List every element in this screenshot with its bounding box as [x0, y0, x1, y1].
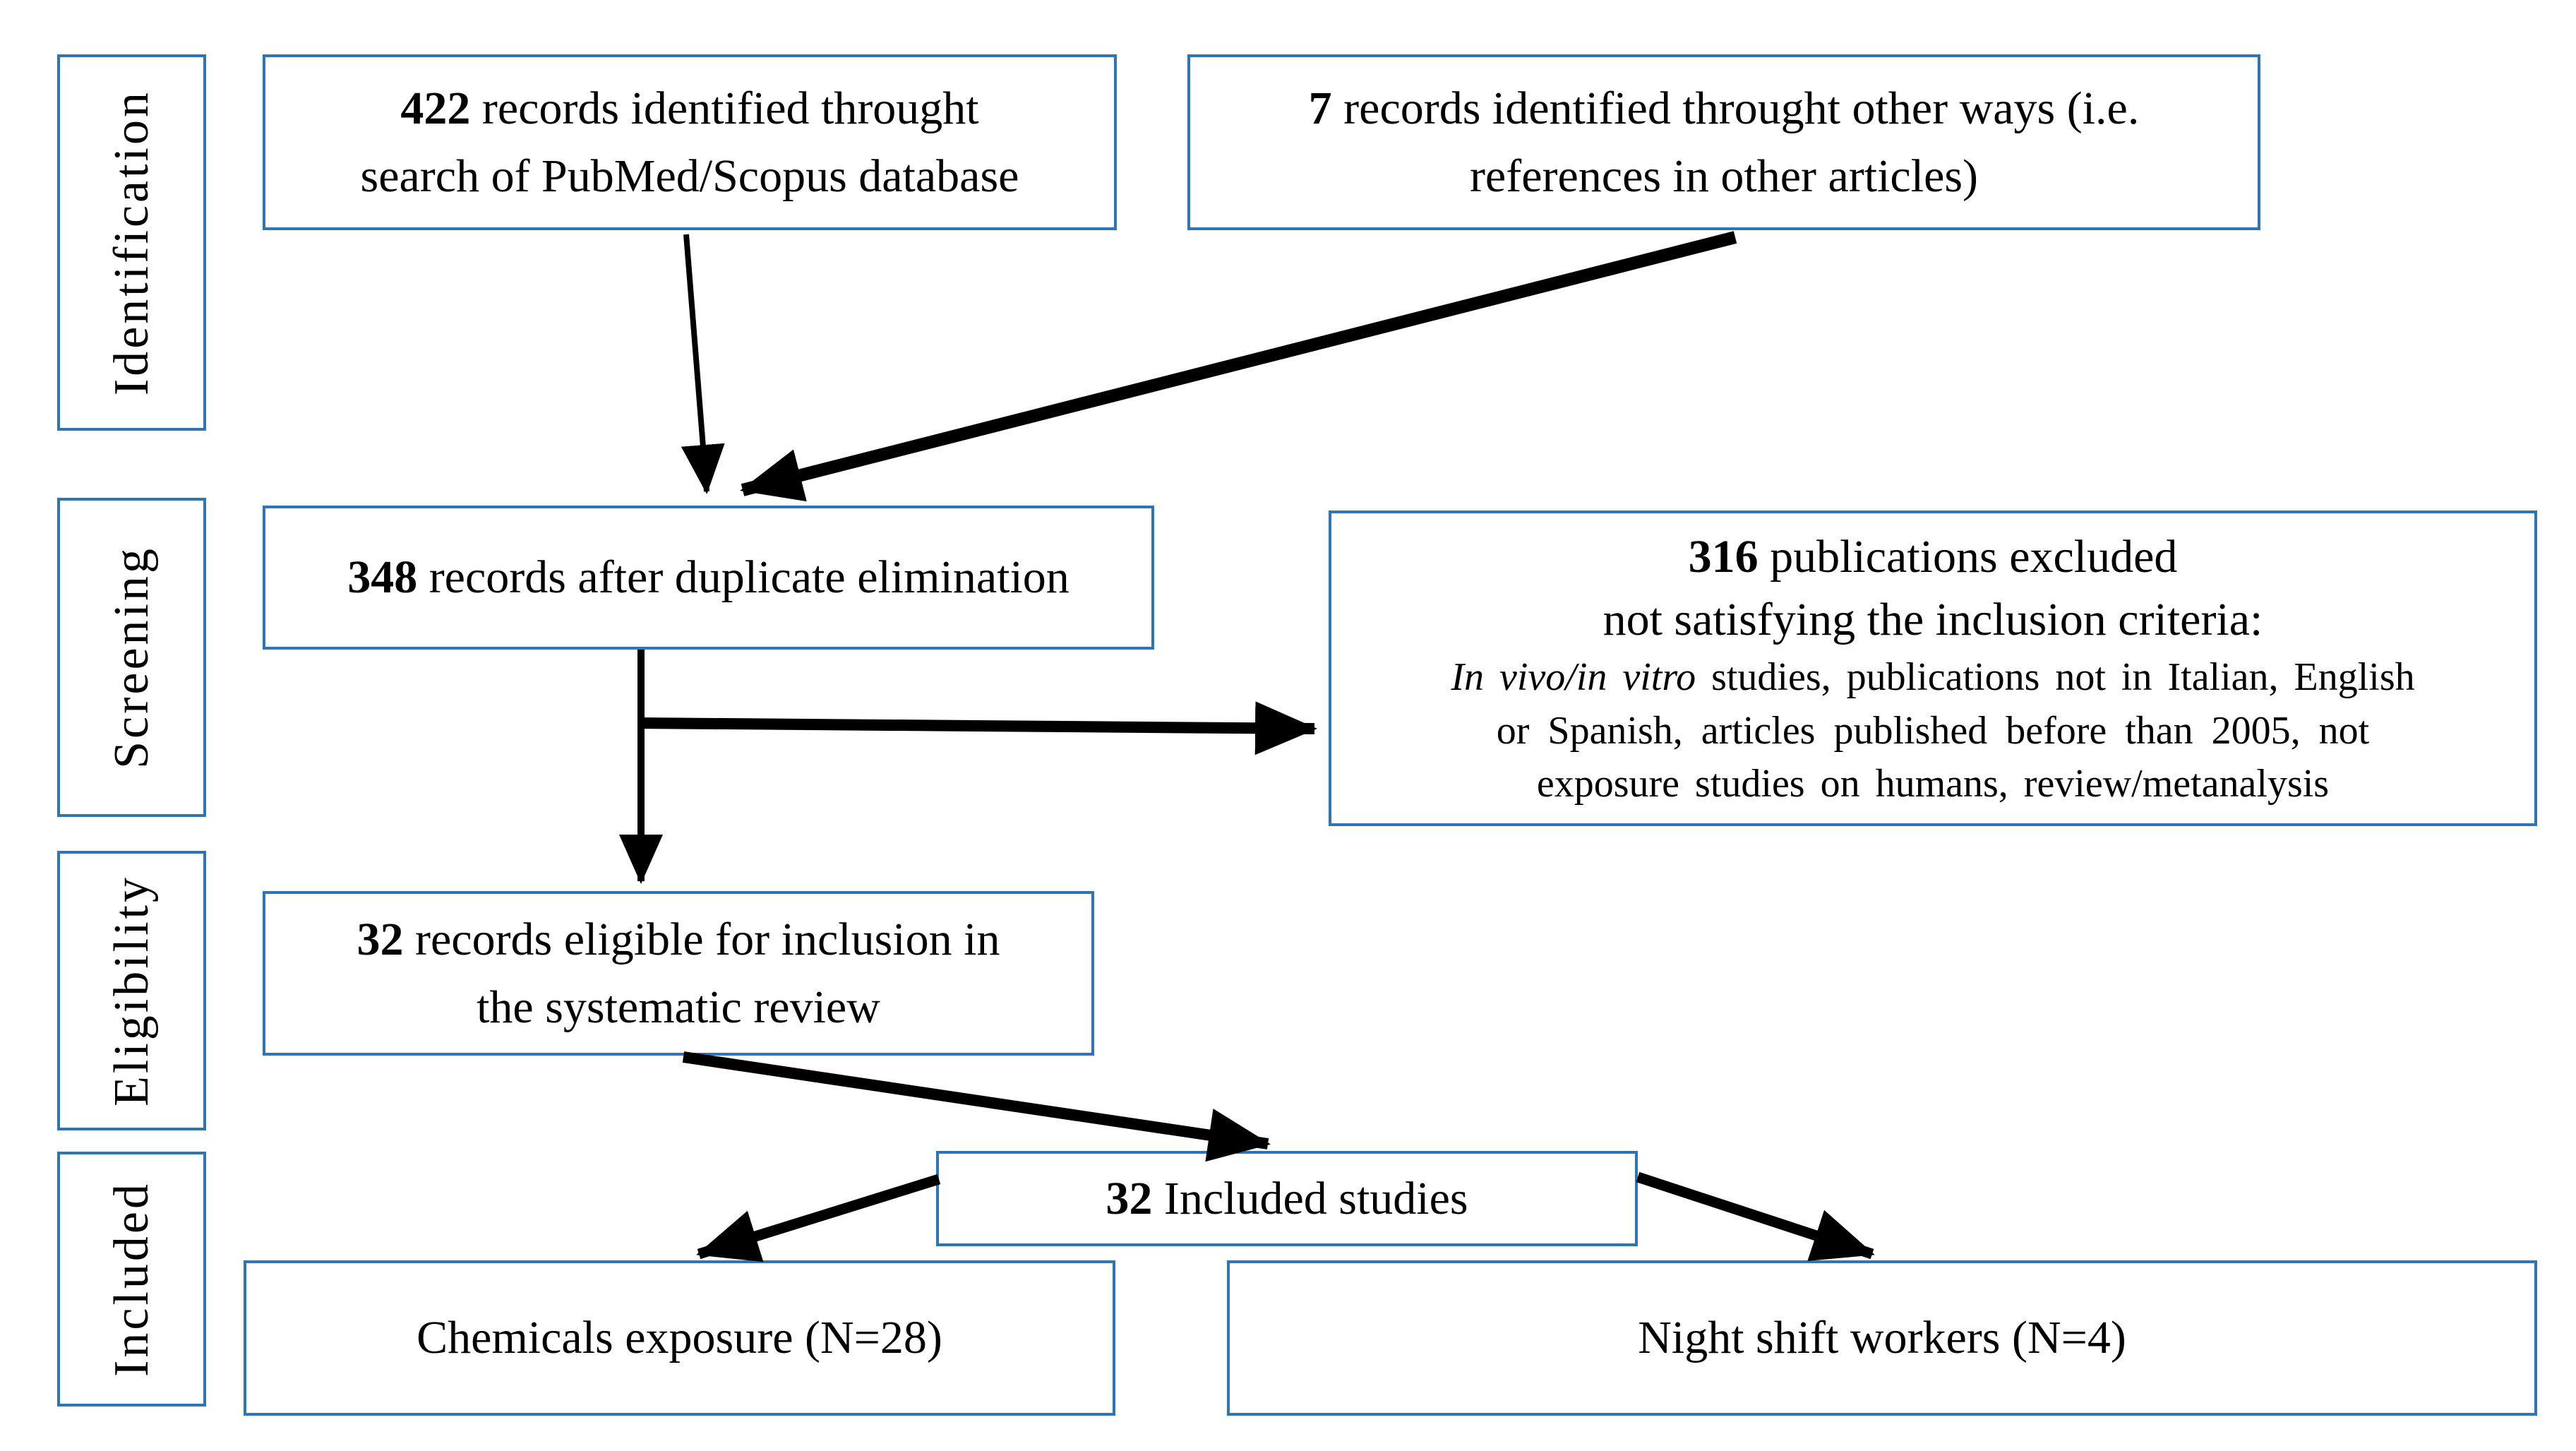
box-text-line: search of PubMed/Scopus database	[360, 150, 1019, 202]
exclusion-criteria-line: or Spanish, articles published before th…	[1496, 708, 2370, 753]
stage-label-text: Included	[104, 1181, 159, 1377]
box-text-line: Chemicals exposure (N=28)	[417, 1312, 942, 1364]
record-count: 422	[400, 82, 471, 134]
box-text: records eligible for inclusion in	[403, 913, 1000, 965]
box-text: Included studies	[1152, 1172, 1468, 1224]
box-text-line: 32 Included studies	[1106, 1171, 1468, 1226]
box-chemicals-exposure: Chemicals exposure (N=28)	[244, 1260, 1115, 1416]
stage-label-included: Included	[57, 1152, 206, 1407]
arrow-database-to-duplicates	[681, 234, 725, 494]
box-text: records after duplicate elimination	[417, 551, 1070, 604]
stage-label-identification: Identification	[57, 54, 206, 431]
box-text-line: not satisfying the inclusion criteria:	[1602, 594, 2263, 646]
box-records-after-duplicate-elimination: 348 records after duplicate elimination	[263, 506, 1154, 650]
record-count: 32	[357, 913, 404, 965]
stage-label-eligibility: Eligibility	[57, 851, 206, 1130]
box-text-line: references in other articles)	[1469, 150, 1979, 202]
exclusion-criteria-line: In vivo/in vitro studies, publications n…	[1451, 651, 2414, 705]
box-text: records identified throught other ways (…	[1331, 82, 2140, 134]
box-text-line: 316 publications excluded	[1689, 525, 2178, 588]
box-text-line: Night shift workers (N=4)	[1638, 1312, 2126, 1364]
stage-label-text: Identification	[104, 89, 159, 396]
box-text-line: 348 records after duplicate elimination	[347, 544, 1070, 611]
box-text-line: 7 records identified throught other ways…	[1309, 75, 2140, 143]
box-night-shift-workers: Night shift workers (N=4)	[1227, 1260, 2537, 1416]
box-text: studies, publications not in Italian, En…	[1696, 655, 2415, 700]
arrow-included-to-chemicals	[696, 1174, 941, 1262]
exclusion-criteria-line: exposure studies on humans, review/metan…	[1536, 762, 2330, 806]
criteria-italic-text: In vivo/in vitro	[1451, 655, 1696, 700]
record-count: 32	[1106, 1172, 1153, 1224]
box-included-studies: 32 Included studies	[936, 1151, 1638, 1246]
box-records-identified-database: 422 records identified throught search o…	[263, 54, 1117, 230]
arrow-included-to-night-shift	[1636, 1171, 1875, 1261]
box-text-line: 32 records eligible for inclusion in	[357, 906, 1000, 974]
arrow-other-ways-to-duplicates	[740, 231, 1737, 502]
record-count: 7	[1308, 82, 1332, 134]
box-text: records identified throught	[470, 82, 979, 134]
record-count: 348	[347, 551, 418, 604]
stage-label-text: Eligibility	[104, 875, 159, 1106]
stage-label-text: Screening	[104, 546, 159, 769]
box-records-identified-other-ways: 7 records identified throught other ways…	[1187, 54, 2260, 230]
arrow-eligible-to-included	[682, 1051, 1271, 1162]
box-records-eligible: 32 records eligible for inclusion in the…	[263, 891, 1094, 1056]
box-text: publications excluded	[1758, 531, 2178, 583]
box-text-line: the systematic review	[477, 981, 880, 1033]
box-publications-excluded: 316 publications excluded not satisfying…	[1329, 510, 2537, 826]
box-text-line: 422 records identified throught	[400, 75, 978, 143]
record-count: 316	[1688, 531, 1759, 583]
arrow-branch-to-excluded	[637, 701, 1317, 756]
stage-label-screening: Screening	[57, 498, 206, 817]
